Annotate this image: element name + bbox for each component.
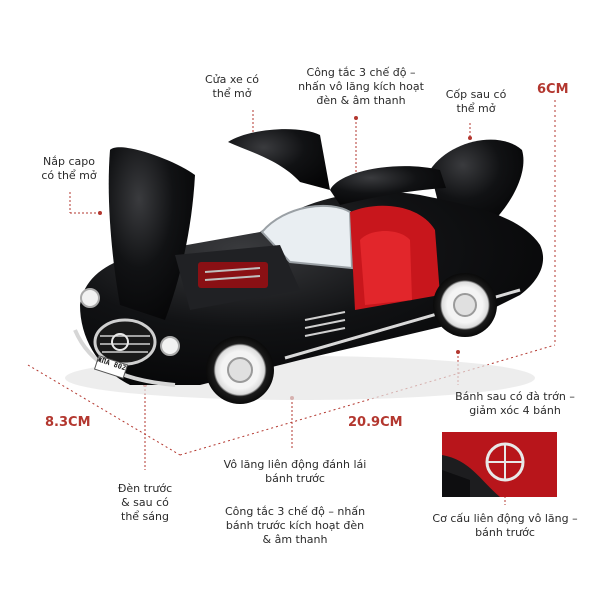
inset-mechanism-photo bbox=[442, 432, 557, 497]
windshield bbox=[260, 204, 354, 270]
width-dimension: 8.3CM bbox=[45, 415, 91, 430]
emblem bbox=[111, 333, 129, 351]
headlight-left bbox=[80, 288, 100, 308]
label-lights: Đèn trước & sau có thể sáng bbox=[117, 482, 173, 523]
label-switch-bottom: Công tắc 3 chế độ – nhấn bánh trước kích… bbox=[224, 505, 366, 546]
label-door: Cửa xe có thể mở bbox=[204, 73, 260, 100]
label-rear-wheel: Bánh sau có đà trớn – giảm xóc 4 bánh bbox=[455, 390, 575, 417]
headlight-right bbox=[160, 336, 180, 356]
left-door bbox=[228, 129, 330, 190]
license-plate-bg bbox=[93, 355, 129, 379]
label-switch-top: Công tắc 3 chế độ – nhấn vô lăng kích ho… bbox=[298, 66, 424, 107]
label-trunk: Cốp sau có thể mở bbox=[445, 88, 507, 115]
height-dimension: 6CM bbox=[537, 82, 569, 97]
label-mechanism: Cơ cấu liên động vô lăng – bánh trước bbox=[432, 512, 578, 539]
label-hood: Nắp capo có thể mở bbox=[41, 155, 97, 182]
engine bbox=[198, 262, 268, 288]
length-dimension: 20.9CM bbox=[348, 415, 403, 430]
seat bbox=[360, 231, 412, 305]
label-steering: Vô lăng liên động đánh lái bánh trước bbox=[223, 458, 367, 485]
side-vent bbox=[304, 311, 346, 337]
hood bbox=[108, 147, 195, 320]
right-door bbox=[330, 166, 446, 205]
